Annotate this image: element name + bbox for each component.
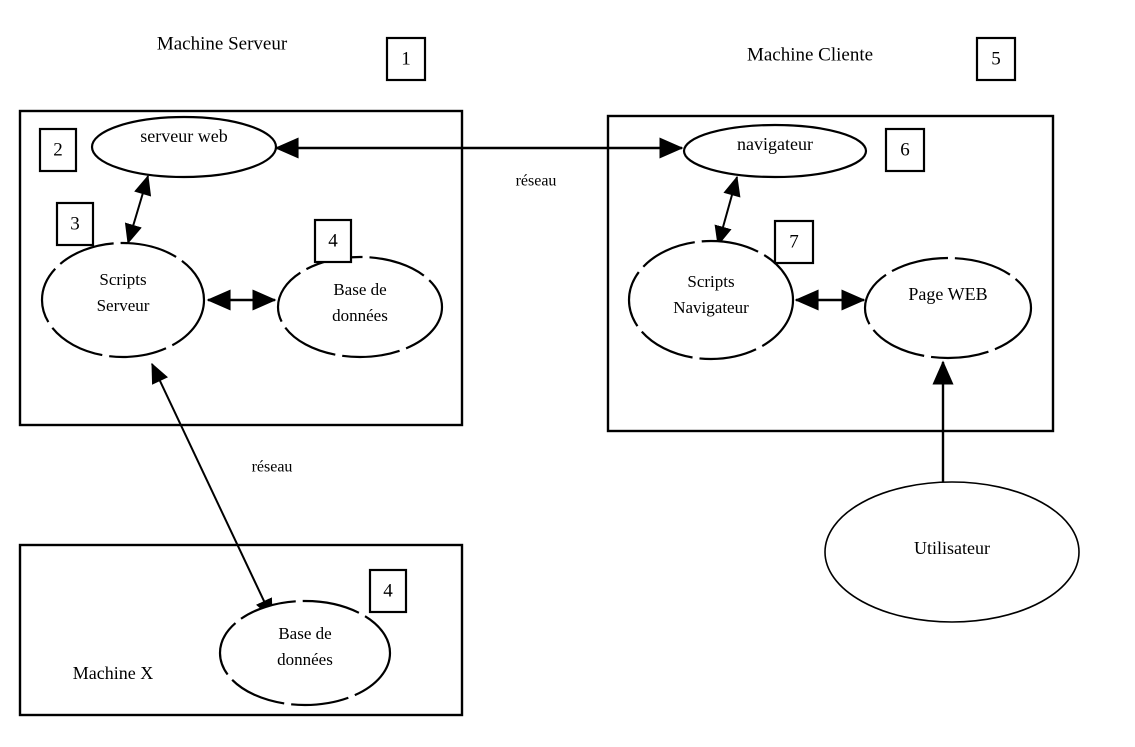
node-scripts-navigateur[interactable]: Scripts Navigateur xyxy=(627,239,795,361)
badge-3-label: 3 xyxy=(70,213,80,234)
badge-1: 1 xyxy=(385,36,427,82)
badge-2: 2 xyxy=(38,127,78,173)
badge-7: 7 xyxy=(773,219,815,265)
badge-4-machinex: 4 xyxy=(368,568,408,614)
node-serveur-web-label: serveur web xyxy=(140,126,227,146)
badge-4-server-label: 4 xyxy=(328,230,338,251)
badge-4-machinex-label: 4 xyxy=(383,580,393,601)
node-page-web[interactable]: Page WEB xyxy=(863,256,1033,360)
badge-7-label: 7 xyxy=(789,231,799,252)
node-scripts-serveur-label-2: Serveur xyxy=(97,296,150,315)
node-base-de-donnees-server-label-1: Base de xyxy=(333,280,386,299)
node-scripts-navigateur-label-1: Scripts xyxy=(687,272,734,291)
node-base-de-donnees-server-label-2: données xyxy=(332,306,388,325)
node-serveur-web[interactable]: serveur web xyxy=(90,115,278,179)
node-scripts-serveur-label-1: Scripts xyxy=(99,270,146,289)
network-link-server-machinex xyxy=(151,362,273,620)
badge-5-label: 5 xyxy=(991,48,1001,69)
node-utilisateur-label: Utilisateur xyxy=(914,538,990,558)
badge-6-label: 6 xyxy=(900,139,910,160)
node-base-de-donnees-machinex-label-2: données xyxy=(277,650,333,669)
badge-3: 3 xyxy=(55,201,95,247)
machine-x-label: Machine X xyxy=(73,663,153,683)
badge-1-label: 1 xyxy=(401,48,411,69)
node-base-de-donnees-machinex[interactable]: Base de données xyxy=(218,599,392,707)
node-page-web-label: Page WEB xyxy=(908,284,987,304)
node-navigateur-label: navigateur xyxy=(737,134,813,154)
node-utilisateur[interactable]: Utilisateur xyxy=(824,481,1080,623)
client-machine-title: Machine Cliente xyxy=(747,44,873,65)
network-label-bottom: réseau xyxy=(252,459,293,476)
node-navigateur[interactable]: navigateur xyxy=(682,123,868,179)
client-machine-container xyxy=(606,114,1055,433)
server-machine-title: Machine Serveur xyxy=(157,33,288,54)
network-label-top: réseau xyxy=(516,173,557,190)
node-scripts-serveur[interactable]: Scripts Serveur xyxy=(40,241,206,359)
badge-4-server: 4 xyxy=(313,218,353,264)
badge-2-label: 2 xyxy=(53,139,63,160)
node-base-de-donnees-machinex-label-1: Base de xyxy=(278,624,331,643)
badge-6: 6 xyxy=(884,127,926,173)
link-navigateur-scriptsnavigateur xyxy=(714,175,741,247)
node-base-de-donnees-server[interactable]: Base de données xyxy=(276,255,444,359)
badge-5: 5 xyxy=(975,36,1017,82)
node-scripts-navigateur-label-2: Navigateur xyxy=(673,298,749,317)
link-serveurweb-scriptsserveur xyxy=(124,174,152,245)
